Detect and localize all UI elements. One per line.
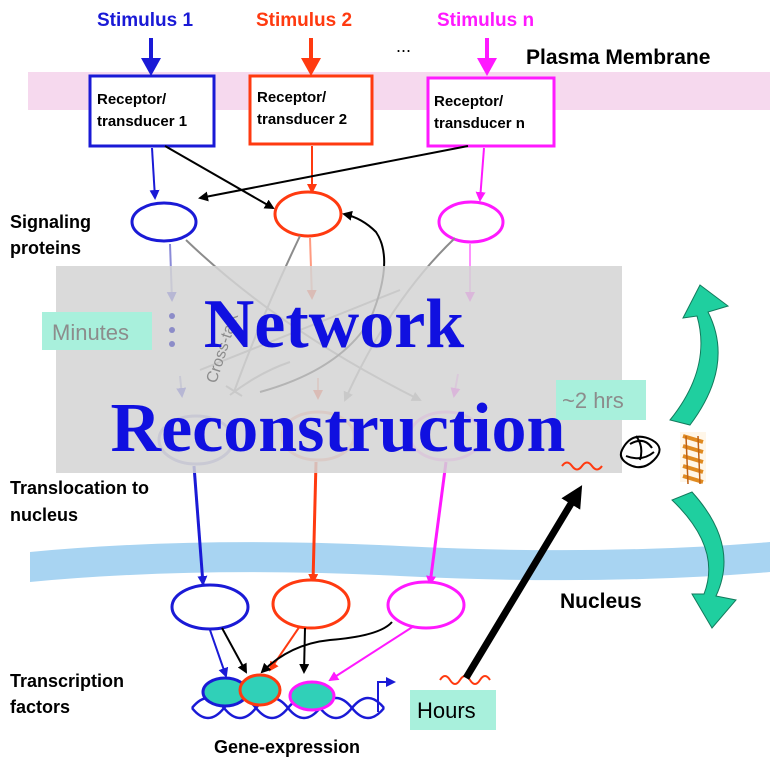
nuclear-membrane-band <box>30 542 770 582</box>
dna-helix <box>191 696 385 720</box>
transcription-factor-2 <box>238 673 282 707</box>
gene-expression-label: Gene-expression <box>214 737 360 757</box>
cycle-arrow-down <box>671 491 737 629</box>
translocation-line1: Translocation to <box>10 478 149 498</box>
signaling-protein-2 <box>273 190 343 238</box>
two-hours-label: ~2 hrs <box>562 388 624 413</box>
ribosome-icon <box>619 435 661 469</box>
receptor-1-line1: Receptor/ <box>97 91 167 108</box>
transcription-factors-line2: factors <box>10 697 70 717</box>
transcription-start-arrow <box>377 677 396 712</box>
stimulus-n-label: Stimulus n <box>437 10 534 31</box>
nuclear-protein-1 <box>170 583 250 631</box>
hours-box <box>410 690 496 730</box>
signaling-protein-1 <box>130 201 198 243</box>
overlay-title-line2: Reconstruction <box>111 390 566 467</box>
overlay-title-line1: Network <box>204 286 465 363</box>
two-hours-box <box>556 380 646 420</box>
signaling-protein-n <box>437 200 505 244</box>
transcription-factor-n <box>288 680 336 712</box>
receptor-box-n <box>426 76 556 148</box>
signaling-proteins-line2: proteins <box>10 238 81 258</box>
receptor-to-signaling-arrows <box>149 145 486 209</box>
stimulus-arrows <box>141 38 497 76</box>
minutes-box <box>42 312 152 350</box>
protein-structure-icon <box>680 432 706 485</box>
plasma-membrane-label: Plasma Membrane <box>526 46 710 69</box>
cycle-arrow-up <box>669 284 730 426</box>
receptor-box-1 <box>88 74 216 148</box>
receptor-box-2 <box>248 74 374 146</box>
nuclear-protein-2 <box>271 578 351 630</box>
nuclear-protein-n <box>386 580 466 630</box>
minutes-label: Minutes <box>52 320 129 345</box>
receptor-2-line1: Receptor/ <box>257 89 327 106</box>
translocation-arrows <box>192 461 448 586</box>
hours-label: Hours <box>417 698 476 723</box>
receptor-n-line2: transducer n <box>434 115 525 132</box>
minutes-dots <box>169 313 175 347</box>
translocation-line2: nucleus <box>10 505 78 525</box>
nucleus-label: Nucleus <box>560 590 642 613</box>
stimulus-1-label: Stimulus 1 <box>97 10 194 31</box>
receptor-2-line2: transducer 2 <box>257 111 347 128</box>
receptor-n-line1: Receptor/ <box>434 93 504 110</box>
mrna-translation-squiggle <box>561 461 603 471</box>
signaling-proteins-line1: Signaling <box>10 212 91 232</box>
ellipsis: ... <box>396 36 411 56</box>
receptor-1-line2: transducer 1 <box>97 113 187 130</box>
protein-synthesis-arrow <box>463 485 583 680</box>
stimulus-2-label: Stimulus 2 <box>256 10 352 31</box>
network-reconstruction-overlay <box>56 266 622 473</box>
transcription-factors-line1: Transcription <box>10 671 124 691</box>
tf-arrows <box>209 621 415 682</box>
